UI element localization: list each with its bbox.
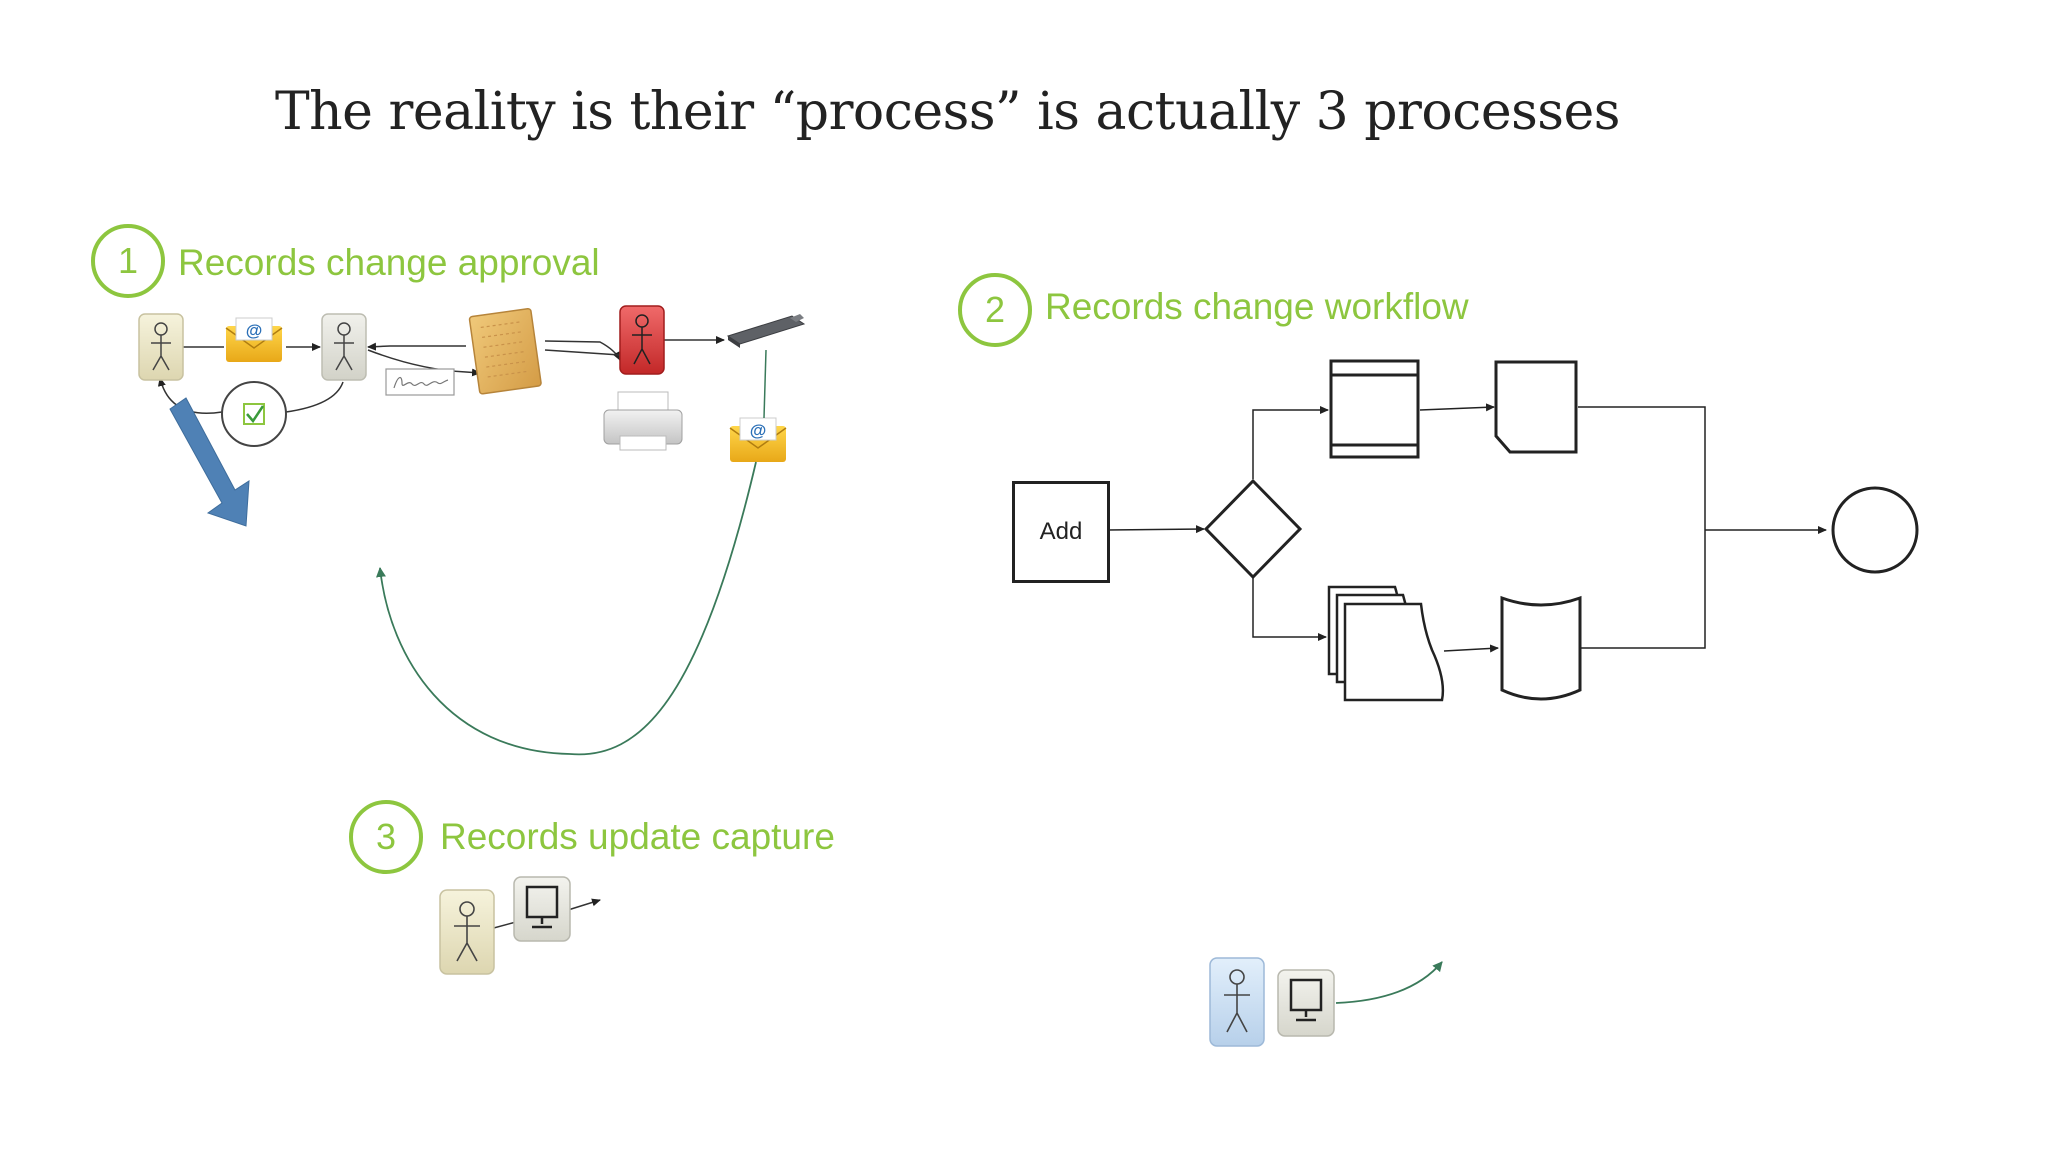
step-3-label: Records update capture bbox=[440, 816, 835, 857]
big-arrow-icon bbox=[169, 397, 250, 527]
connector bbox=[1252, 578, 1327, 641]
svg-text:@: @ bbox=[246, 321, 263, 340]
connector bbox=[1335, 961, 1443, 1004]
person-icon bbox=[1209, 957, 1265, 1047]
end-circle bbox=[1831, 486, 1919, 574]
add-label: Add bbox=[1039, 518, 1083, 545]
connector bbox=[1578, 406, 1706, 649]
person-icon bbox=[321, 313, 367, 381]
signature-icon bbox=[385, 368, 455, 396]
connector bbox=[1419, 403, 1495, 412]
checkbox-icon bbox=[221, 381, 287, 447]
connector bbox=[367, 342, 466, 351]
connector bbox=[1106, 525, 1205, 534]
bottom-right-group bbox=[1209, 957, 1443, 1047]
connector bbox=[544, 349, 621, 356]
connector bbox=[367, 349, 481, 377]
slide-title: The reality is their “process” is actual… bbox=[275, 82, 1620, 142]
add-process-box: Add bbox=[1012, 481, 1110, 583]
step-2-number: 2 bbox=[958, 273, 1032, 347]
computer-icon bbox=[513, 876, 571, 942]
connector bbox=[1252, 406, 1329, 479]
card-shape bbox=[1494, 360, 1578, 454]
step-3-number: 3 bbox=[349, 800, 423, 874]
step-2-label: Records change workflow bbox=[1045, 286, 1469, 327]
decision-diamond bbox=[1203, 478, 1303, 580]
process-1-group: @ bbox=[138, 305, 806, 756]
email-icon: @ bbox=[225, 317, 283, 362]
scanner-icon bbox=[726, 314, 806, 348]
step-1-label: Records change approval bbox=[178, 242, 600, 283]
connector bbox=[285, 381, 344, 413]
return-curve bbox=[376, 461, 757, 756]
process-2-flowchart bbox=[1106, 359, 1919, 702]
connector bbox=[567, 898, 601, 911]
process-box bbox=[1329, 359, 1420, 459]
email-icon: @ bbox=[729, 417, 787, 462]
process-3-group bbox=[439, 876, 601, 975]
person-icon bbox=[619, 305, 665, 375]
person-icon bbox=[439, 889, 495, 975]
computer-icon bbox=[1277, 969, 1335, 1037]
connector bbox=[1443, 644, 1499, 653]
person-icon bbox=[138, 313, 184, 381]
svg-text:@: @ bbox=[750, 421, 767, 440]
connector bbox=[544, 340, 621, 361]
multi-document-shape bbox=[1327, 585, 1445, 702]
printer-icon bbox=[603, 391, 683, 451]
connector bbox=[763, 349, 767, 419]
step-1-number: 1 bbox=[91, 224, 165, 298]
document-icon bbox=[468, 307, 542, 395]
database-shape bbox=[1500, 595, 1582, 701]
